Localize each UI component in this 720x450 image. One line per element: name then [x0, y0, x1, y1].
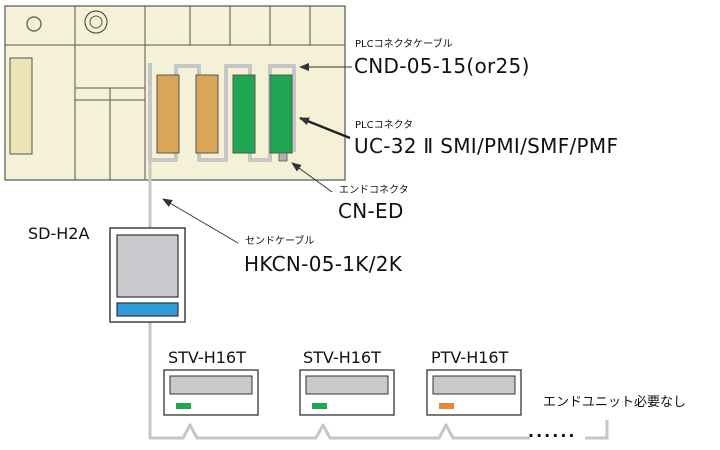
plc-connector-model: UC-32 Ⅱ SMI/PMI/SMF/PMF	[354, 134, 619, 158]
end-connector	[278, 152, 288, 162]
send-cable-model: HKCN-05-1K/2K	[244, 252, 403, 276]
terminal-unit-3	[426, 369, 522, 416]
arrow-plc-connector	[299, 116, 351, 140]
end-connector-model: CN-ED	[338, 199, 404, 223]
arrow-end-connector	[291, 162, 333, 193]
terminal-unit-1	[163, 369, 259, 416]
plc-connector-caption: PLCコネクタ	[355, 120, 414, 131]
plc-connectors	[156, 74, 293, 162]
plc-cable-model: CND-05-15(or25)	[354, 54, 530, 78]
plc-connector-orange-2	[195, 74, 219, 154]
arrow-send-cable	[162, 198, 239, 244]
terminal-unit-2-label: STV-H16T	[303, 348, 381, 367]
main-bus-cable	[148, 150, 530, 440]
plc-connector-green-1	[232, 74, 256, 154]
end-connector-caption: エンドコネクタ	[339, 185, 409, 196]
terminal-unit-3-label: PTV-H16T	[431, 348, 509, 367]
plc-connector-green-2	[269, 74, 293, 154]
no-end-unit-note: エンドユニット必要なし	[543, 395, 687, 410]
terminal-unit-1-label: STV-H16T	[168, 348, 246, 367]
bus-end-stub	[585, 420, 609, 440]
continuation-dots: ......	[528, 422, 577, 441]
send-unit-sd-h2a	[109, 227, 186, 323]
send-cable-caption: センドケーブル	[245, 236, 315, 247]
terminal-unit-2	[299, 369, 395, 416]
plc-connector-orange-1	[156, 74, 180, 154]
send-unit-label: SD-H2A	[28, 224, 90, 243]
plc-cable-caption: PLCコネクタケーブル	[355, 39, 453, 50]
